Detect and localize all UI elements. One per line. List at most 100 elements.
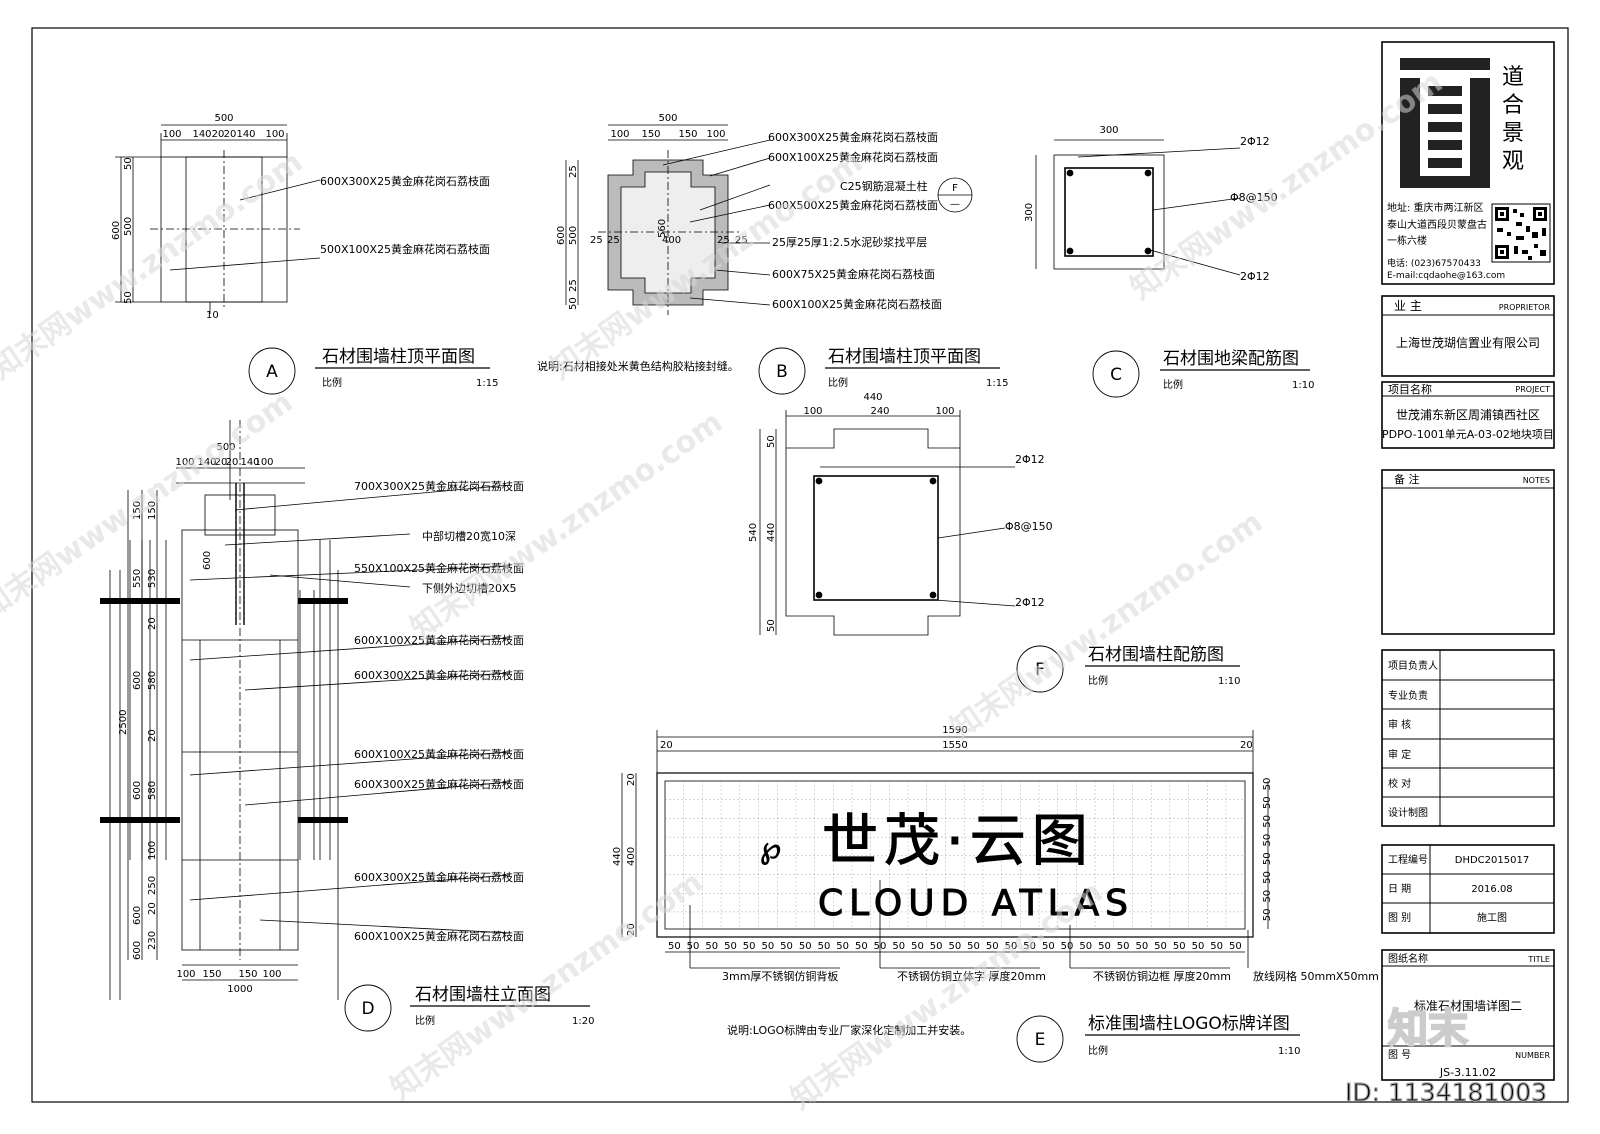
scale-label: 比例 [1163,378,1183,391]
dim: 300 [1099,125,1118,136]
dim: 100 [162,129,181,140]
grid-dim: 50 [1192,941,1205,952]
remark: 说明:LOGO标牌由专业厂家深化定制加工并安装。 [727,1023,971,1037]
dim: 20 [147,729,158,742]
grid-dim: 50 [705,941,718,952]
dim: 150 [238,969,257,980]
owner-name: 上海世茂瑚信置业有限公司 [1396,335,1540,350]
grid-dim: 50 [930,941,943,952]
scale-label: 比例 [828,376,848,389]
rebar-note: Φ8@150 [1230,191,1278,204]
grid-dim: 50 [1079,941,1092,952]
dim: 140 [236,129,255,140]
owner-label-en: PROPRIETOR [1499,303,1551,312]
dim: 20 [1240,740,1253,751]
detail-marker: E [1035,1030,1046,1050]
brand-watermark: 知末 ID: 1134181003 [1344,1005,1547,1108]
remark: 说明:石材相接处米黄色结构胶粘接封缝。 [537,359,739,373]
notes-label: 备 注 [1394,472,1420,486]
dim: 100 [265,129,284,140]
address-line: 地址: 重庆市两江新区 [1387,201,1484,214]
info-label: 日 期 [1388,883,1411,895]
material-note: 600X100X25黄金麻花岗石荔枝面 [354,747,524,761]
detail-marker: A [266,362,278,382]
dim: 600 [132,906,143,925]
grid-dim: 50 [743,941,756,952]
grid-dim: 50 [855,941,868,952]
grid-dim: 50 [668,941,681,952]
dim: 100 [147,841,158,860]
dim: 100 [254,457,273,468]
grid-dim: 50 [1098,941,1111,952]
scale-label: 比例 [415,1014,435,1027]
detail-b [565,124,771,315]
dim: 150 [678,129,697,140]
grid-dim: 50 [1005,941,1018,952]
dim: 250 [147,876,158,895]
dim: 20 [212,129,225,140]
address-line: 一栋六楼 [1387,234,1427,247]
dim: 600 [132,941,143,960]
dim: 25 [735,235,748,246]
dim: 25 [607,235,620,246]
detail-title: 石材围地梁配筋图 [1163,349,1299,369]
grid-dim: 50 [1229,941,1242,952]
dim: 50 [766,435,777,448]
material-note: 25厚25厚1:2.5水泥砂浆找平层 [772,235,927,249]
sheet-border [31,27,1569,1103]
dim: 540 [748,523,759,542]
grid-dim: 50 [1117,941,1130,952]
dim: 25 [590,235,603,246]
dim: 100 [935,406,954,417]
dim: 20 [147,617,158,630]
dim: 580 [147,781,158,800]
grid-dim: 50 [892,941,905,952]
project-label-en: PROJECT [1515,385,1550,394]
dim: 25 [568,279,579,292]
info-value: 2016.08 [1471,884,1512,895]
info-label: 图 别 [1388,912,1411,924]
info-value: 施工图 [1477,911,1507,924]
dim: 50 [568,297,579,310]
dim: 25 [568,165,579,178]
detail-b-dims: 500 100 150 150 100 25 600 500 50 25 25 … [537,113,973,373]
notes-label-en: NOTES [1523,476,1550,485]
dim: 20 [626,923,637,936]
grid-dim: 50 [724,941,737,952]
brand-mark: 知末 [1388,1006,1468,1052]
logo-english: CLOUD ATLAS [818,883,1134,924]
role-label: 审 定 [1388,748,1411,761]
material-note: 600X300X25黄金麻花岗石荔枝面 [320,174,490,188]
dim: 20 [626,773,637,786]
material-note: 600X100X25黄金麻花岗石荔枝面 [354,633,524,647]
material-note: 3mm厚不锈钢仿铜背板 [722,969,838,983]
scale-label: 比例 [322,376,342,389]
dim: 440 [612,847,623,866]
grid-dim: 50 [818,941,831,952]
scale-value: 1:15 [476,378,498,389]
detail-marker: C [1110,365,1122,385]
dim: 300 [1024,203,1035,222]
dim: 440 [766,523,777,542]
dim: 500 [658,113,677,124]
company-logo-mark [1400,58,1490,188]
detail-a-title: A 石材围墙柱顶平面图 比例 1:15 [248,347,498,395]
material-note: 不锈钢仿铜立体字 厚度20mm [897,969,1046,983]
detail-title: 石材围墙柱顶平面图 [828,347,981,367]
detail-f-text: 440 100 240 100 50 540 440 50 2Φ12 Φ8@15… [748,392,1240,693]
role-label: 校 对 [1388,777,1411,790]
rebar-note: Φ8@150 [1005,520,1053,533]
material-note: 600X100X25黄金麻花岗石荔枝面 [768,150,938,164]
material-note: 600X500X25黄金麻花岗石荔枝面 [768,198,938,212]
dim: 600 [556,226,567,245]
dim: 25 [717,235,730,246]
scale-value: 1:10 [1218,676,1240,687]
scale-label: 比例 [1088,1044,1108,1057]
material-note: 550X100X25黄金麻花岗石荔枝面 [354,561,524,575]
title-block-logo: 道 合 景 观 地址: 重庆市两江新区 泰山大道西段贝蒙盘古 一栋六楼 电话: … [1387,58,1551,281]
rebar-note: 2Φ12 [1015,596,1045,609]
grid-dim: 50 [1262,909,1273,922]
dim: 100 [610,129,629,140]
